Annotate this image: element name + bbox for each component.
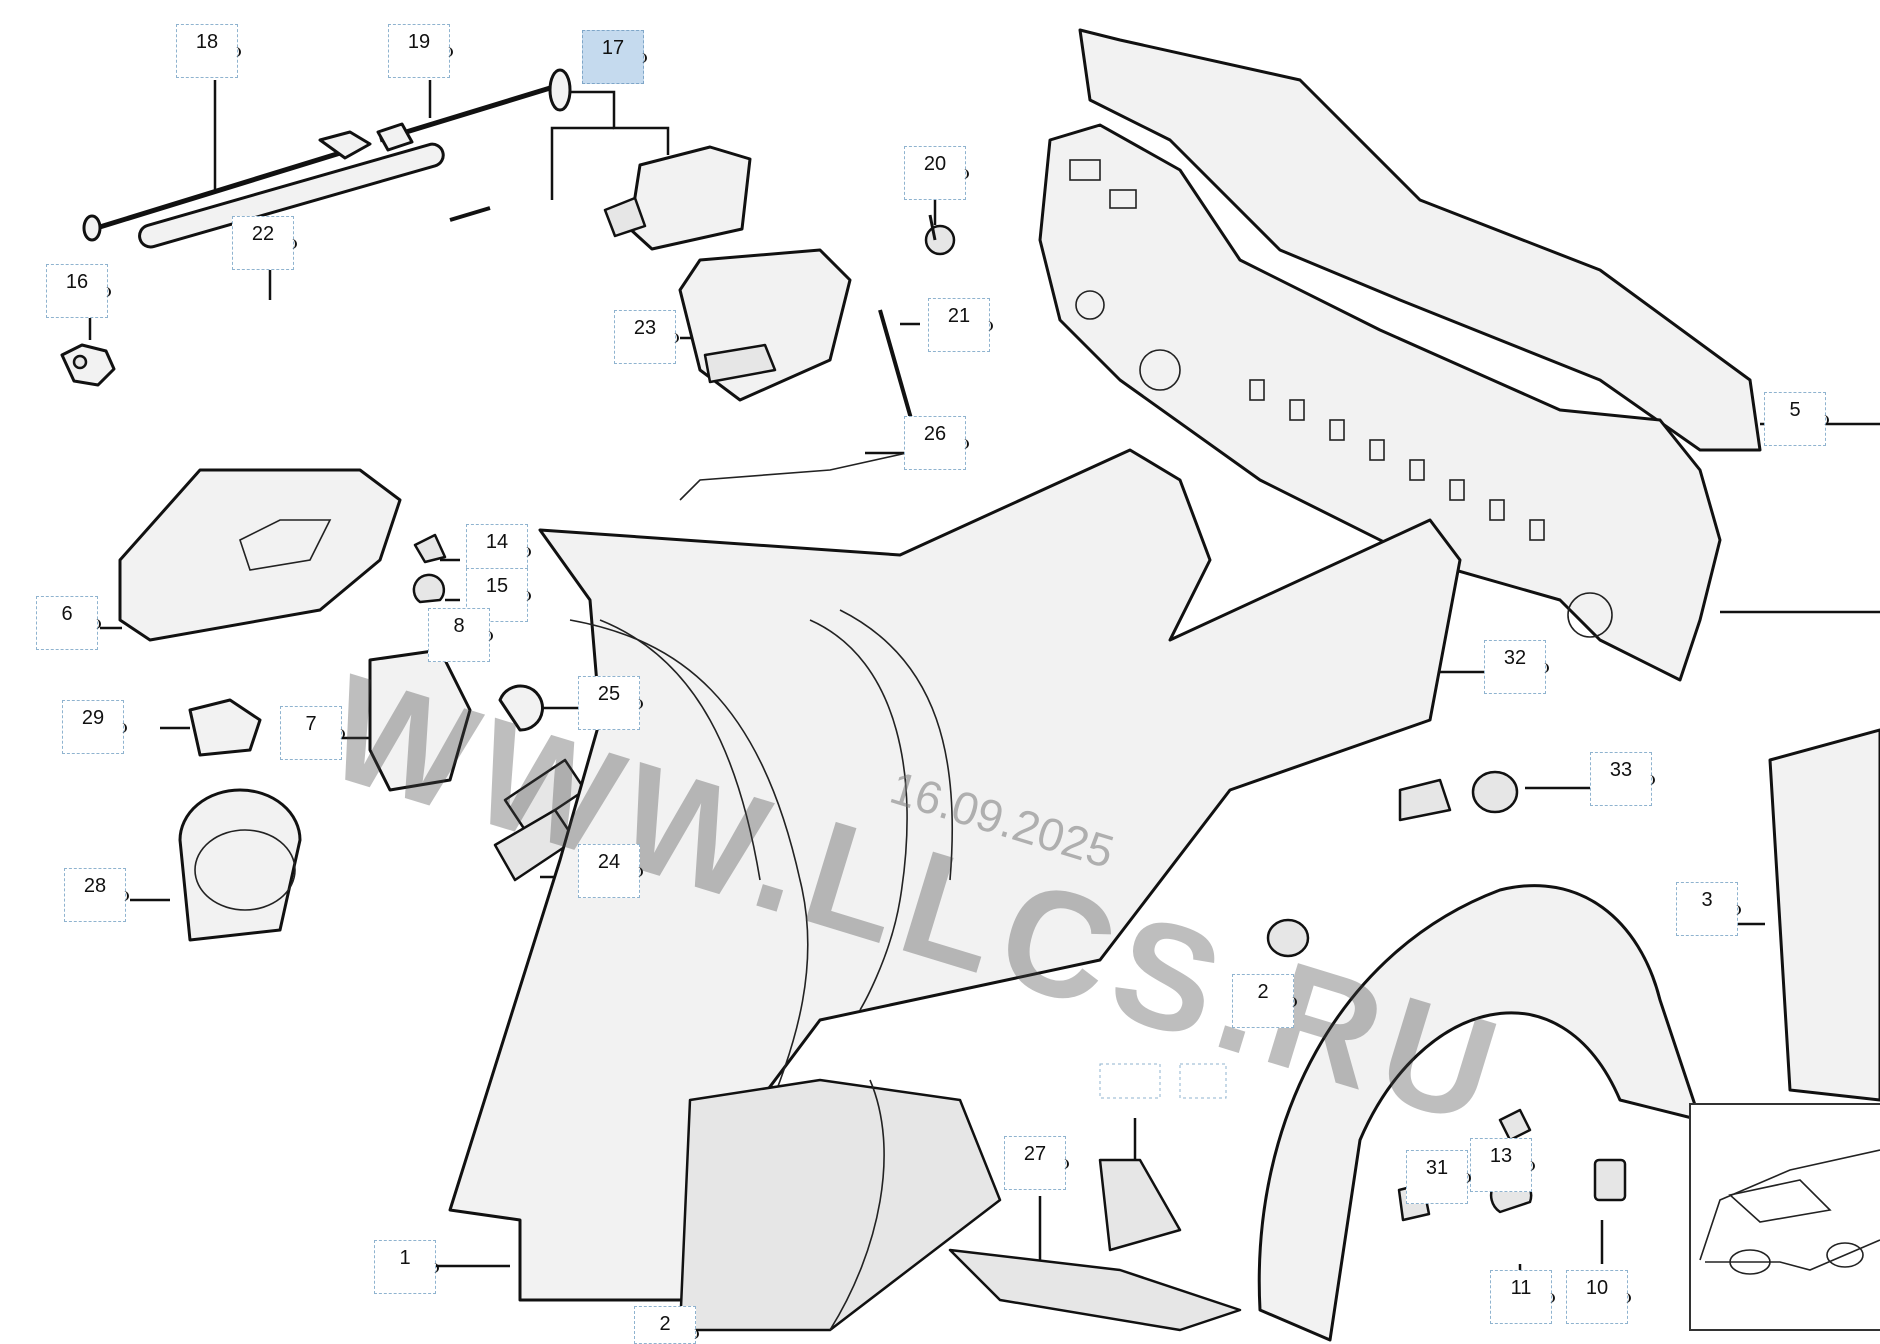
- callout-label: 8: [453, 615, 465, 637]
- callout-11[interactable]: 11: [1490, 1270, 1555, 1324]
- callout-label: 18: [195, 31, 219, 53]
- callout-label: 2: [659, 1313, 671, 1335]
- callout-22[interactable]: 22: [232, 216, 297, 270]
- side-panel: [448, 448, 1462, 1332]
- chevron-icon: [1733, 905, 1741, 915]
- callout-label: 29: [81, 707, 105, 729]
- chevron-icon: [639, 53, 647, 63]
- vehicle-inset: [1689, 1103, 1880, 1331]
- callout-label: 1: [399, 1247, 411, 1269]
- callout-label: 24: [597, 851, 621, 873]
- callout-label: 20: [923, 153, 947, 175]
- chevron-icon: [671, 333, 679, 343]
- chevron-icon: [485, 631, 493, 641]
- callout-label: 26: [923, 423, 947, 445]
- callout-7[interactable]: 7: [280, 706, 345, 760]
- callout-8[interactable]: 8: [428, 608, 493, 662]
- chevron-icon: [635, 699, 643, 709]
- callout-2-right[interactable]: 2: [1232, 974, 1297, 1028]
- callout-label: 3: [1701, 889, 1713, 911]
- actuator-assembly: [603, 145, 956, 501]
- callout-label: 33: [1609, 759, 1633, 781]
- chevron-icon: [103, 287, 111, 297]
- chevron-icon: [289, 239, 297, 249]
- chevron-icon: [1547, 1293, 1555, 1303]
- fuel-filler-housing: [118, 468, 587, 942]
- callout-2-bottom[interactable]: 2: [634, 1306, 699, 1344]
- chevron-icon: [431, 1263, 439, 1273]
- callout-33[interactable]: 33: [1590, 752, 1655, 806]
- callout-label: 10: [1585, 1277, 1609, 1299]
- chevron-icon: [1647, 775, 1655, 785]
- callout-label: 16: [65, 271, 89, 293]
- rear-panel: [1038, 28, 1762, 682]
- callout-21[interactable]: 21: [928, 298, 993, 352]
- chevron-icon: [1463, 1173, 1471, 1183]
- chevron-icon: [93, 619, 101, 629]
- callout-31[interactable]: 31: [1406, 1150, 1471, 1204]
- chevron-icon: [121, 891, 129, 901]
- callout-17[interactable]: 17: [582, 30, 647, 84]
- callout-25[interactable]: 25: [578, 676, 643, 730]
- callout-3[interactable]: 3: [1676, 882, 1741, 936]
- chevron-icon: [1061, 1159, 1069, 1169]
- callout-28[interactable]: 28: [64, 868, 129, 922]
- callout-label: 21: [947, 305, 971, 327]
- chevron-icon: [691, 1329, 699, 1339]
- chevron-icon: [1541, 663, 1549, 673]
- callout-label: 28: [83, 875, 107, 897]
- chevron-icon: [523, 591, 531, 601]
- callout-label: 15: [485, 575, 509, 597]
- callout-label: 13: [1489, 1145, 1513, 1167]
- callout-20[interactable]: 20: [904, 146, 969, 200]
- callout-19[interactable]: 19: [388, 24, 453, 78]
- callout-label: 6: [61, 603, 73, 625]
- chevron-icon: [635, 867, 643, 877]
- callout-label: 23: [633, 317, 657, 339]
- chevron-icon: [961, 169, 969, 179]
- chevron-icon: [233, 47, 241, 57]
- callout-27[interactable]: 27: [1004, 1136, 1069, 1190]
- callout-24[interactable]: 24: [578, 844, 643, 898]
- chevron-icon: [1527, 1161, 1535, 1171]
- callout-16[interactable]: 16: [46, 264, 111, 318]
- callout-label: 2: [1257, 981, 1269, 1003]
- callout-29[interactable]: 29: [62, 700, 127, 754]
- callout-1[interactable]: 1: [374, 1240, 439, 1294]
- fuel-flap-cables: [60, 68, 572, 387]
- callout-18[interactable]: 18: [176, 24, 241, 78]
- callout-label: 14: [485, 531, 509, 553]
- callout-32[interactable]: 32: [1484, 640, 1549, 694]
- callout-label: 22: [251, 223, 275, 245]
- callout-label: 25: [597, 683, 621, 705]
- callout-5[interactable]: 5: [1764, 392, 1829, 446]
- callout-13[interactable]: 13: [1470, 1138, 1535, 1192]
- callout-label: 17: [601, 37, 625, 59]
- callout-6[interactable]: 6: [36, 596, 101, 650]
- callout-label: 5: [1789, 399, 1801, 421]
- chevron-icon: [119, 723, 127, 733]
- empty-callout-boxes: [1099, 1063, 1227, 1099]
- callout-label: 31: [1425, 1157, 1449, 1179]
- chevron-icon: [337, 729, 345, 739]
- callout-label: 27: [1023, 1143, 1047, 1165]
- callout-label: 19: [407, 31, 431, 53]
- chevron-icon: [523, 547, 531, 557]
- callout-23[interactable]: 23: [614, 310, 679, 364]
- chevron-icon: [1623, 1293, 1631, 1303]
- chevron-icon: [985, 321, 993, 331]
- chevron-icon: [1289, 997, 1297, 1007]
- chevron-icon: [445, 47, 453, 57]
- callout-label: 32: [1503, 647, 1527, 669]
- callout-10[interactable]: 10: [1566, 1270, 1631, 1324]
- chevron-icon: [1821, 415, 1829, 425]
- chevron-icon: [961, 439, 969, 449]
- callout-label: 11: [1510, 1277, 1532, 1299]
- callout-label: 7: [305, 713, 317, 735]
- callout-26[interactable]: 26: [904, 416, 969, 470]
